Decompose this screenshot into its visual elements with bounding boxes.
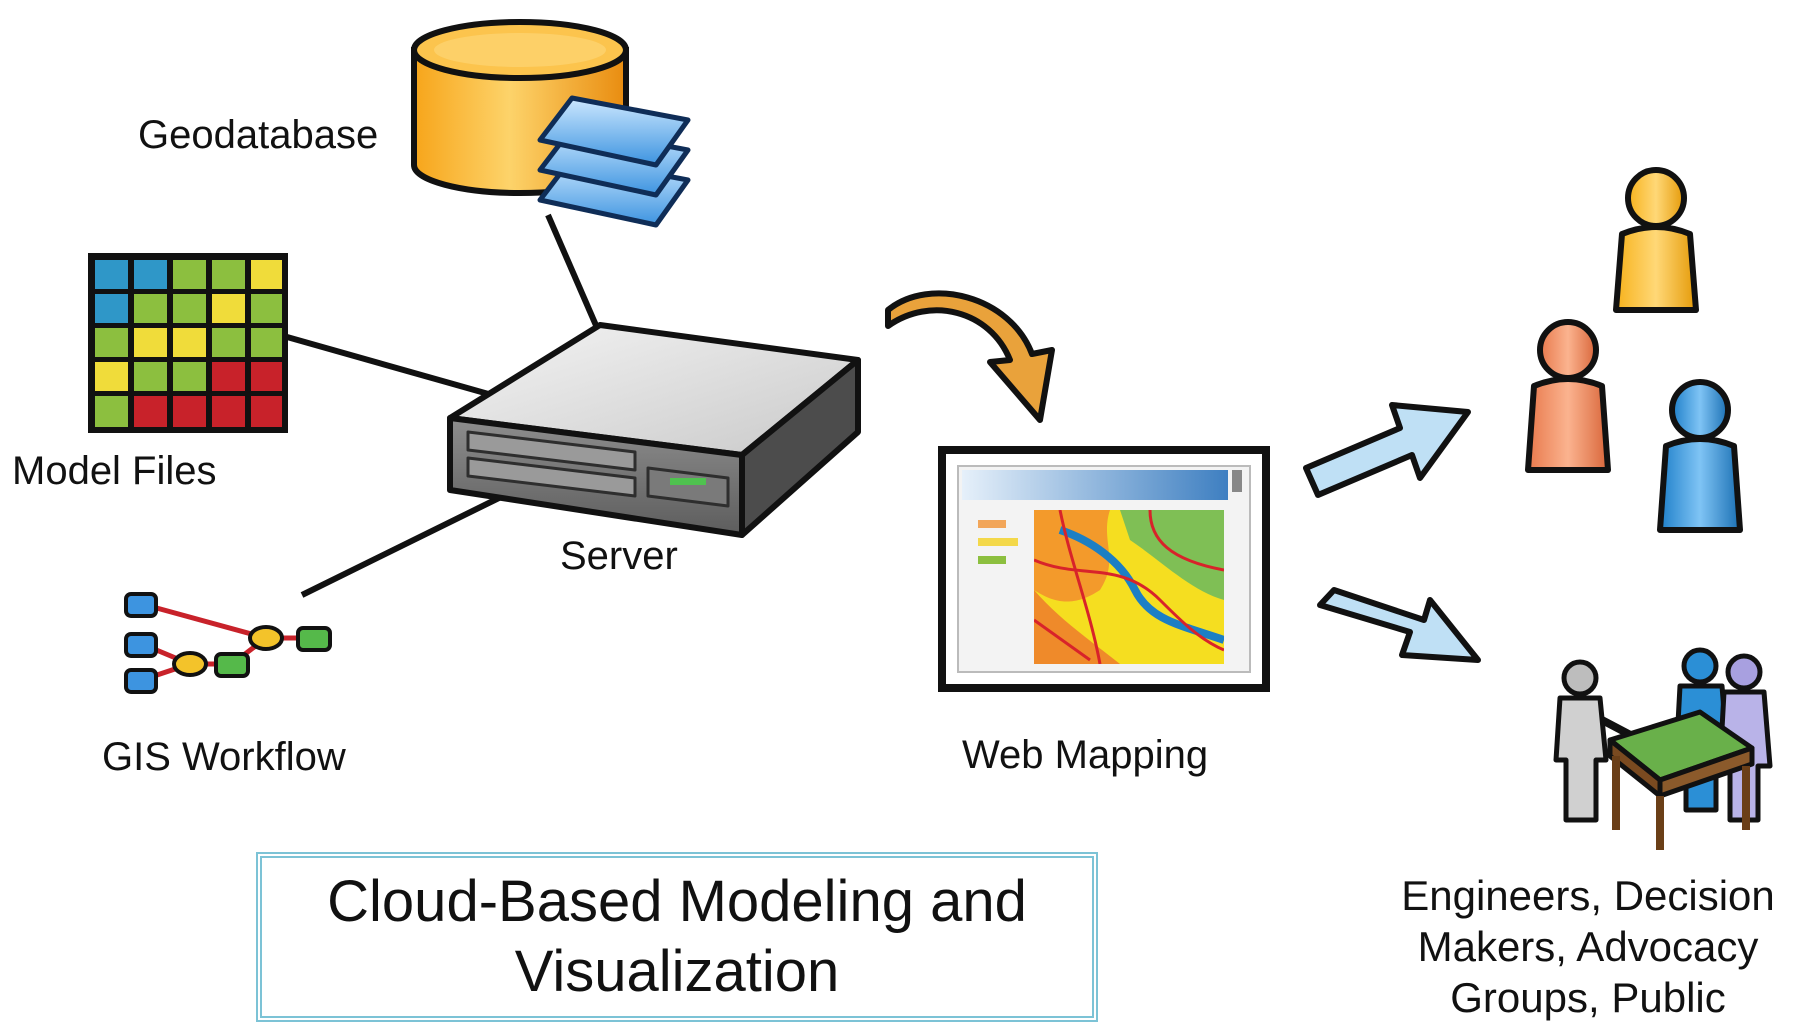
- audience-label: Engineers, Decision Makers, Advocacy Gro…: [1401, 872, 1775, 1022]
- geodatabase-label: Geodatabase: [138, 113, 379, 157]
- workflow-icon: [124, 592, 332, 694]
- server-icon: [447, 322, 861, 538]
- web-mapping-label: Web Mapping: [962, 733, 1209, 777]
- grid-icon: [88, 253, 288, 433]
- arrow-icon: [1303, 402, 1481, 663]
- diagram-title: Cloud-Based Modeling and Visualization: [327, 869, 1027, 1004]
- web-map-icon: [938, 446, 1270, 692]
- person-icon: [1613, 167, 1699, 313]
- person-icon: [1525, 319, 1611, 473]
- meeting-icon: [1553, 647, 1773, 850]
- layers-icon: [537, 95, 691, 228]
- person-icon: [1657, 379, 1743, 533]
- curved-arrow-icon: [885, 290, 1055, 423]
- title-box: Cloud-Based Modeling and Visualization: [256, 852, 1098, 1022]
- gis-workflow-label: GIS Workflow: [102, 735, 346, 779]
- server-label: Server: [560, 534, 678, 578]
- connector-lines: [279, 213, 601, 598]
- model-files-label: Model Files: [12, 449, 217, 493]
